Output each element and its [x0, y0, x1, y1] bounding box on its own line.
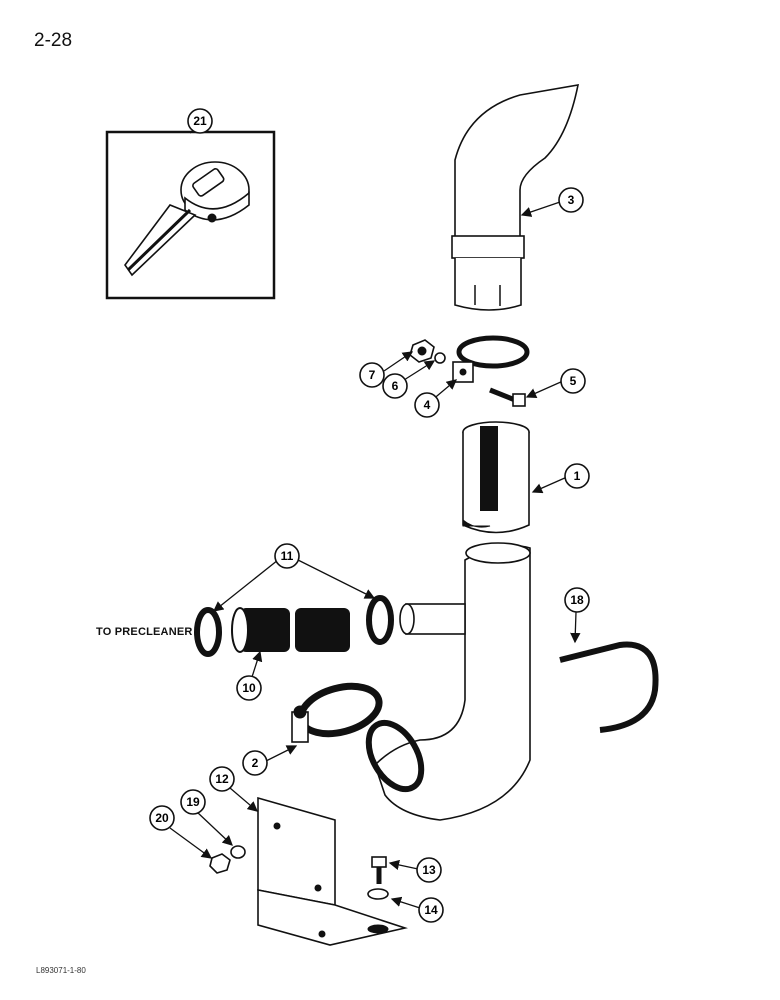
svg-text:6: 6: [392, 379, 399, 393]
svg-text:1: 1: [574, 469, 581, 483]
callout-20: 20: [149, 805, 175, 831]
callout-7: 7: [359, 362, 385, 388]
rain-cap-drawing: [124, 161, 250, 277]
svg-text:19: 19: [186, 795, 200, 809]
lock-washer-6: [434, 352, 446, 364]
svg-text:11: 11: [281, 549, 294, 563]
svg-text:12: 12: [215, 772, 229, 786]
svg-text:7: 7: [369, 368, 376, 382]
svg-text:14: 14: [424, 903, 438, 917]
callout-11: 11: [274, 543, 300, 569]
callout-3: 3: [558, 187, 584, 213]
exhaust-pipe-1: [462, 421, 530, 534]
callout-5: 5: [560, 368, 586, 394]
svg-text:13: 13: [422, 863, 436, 877]
callout-13: 13: [416, 857, 442, 883]
callout-1: 1: [564, 463, 590, 489]
washer-14: [367, 888, 389, 900]
svg-text:21: 21: [193, 114, 207, 128]
hose-clamp-right: [366, 595, 394, 645]
callout-4: 4: [414, 392, 440, 418]
page-number: 2-28: [34, 30, 73, 51]
leader-lines: [169, 122, 581, 909]
washer-19: [230, 845, 246, 859]
svg-text:10: 10: [242, 681, 256, 695]
callout-2: 2: [242, 750, 268, 776]
svg-text:5: 5: [570, 374, 577, 388]
exhaust-stack-elbow: [451, 84, 580, 311]
mounting-bracket-12: [257, 796, 408, 946]
nut-20: [209, 853, 231, 874]
figure-code: L893071-1-80: [36, 966, 86, 975]
callout-12: 12: [209, 766, 235, 792]
callout-19: 19: [180, 789, 206, 815]
svg-text:2: 2: [252, 756, 259, 770]
to-precleaner-label: TO PRECLEANER: [96, 626, 193, 638]
svg-text:20: 20: [155, 811, 169, 825]
stack-clamp: [452, 335, 530, 383]
bolt-13: [371, 856, 387, 884]
callout-6: 6: [382, 373, 408, 399]
pipe-clamp-2: [291, 682, 383, 743]
callout-10: 10: [236, 675, 262, 701]
callout-21: 21: [187, 108, 213, 134]
callout-14: 14: [418, 897, 444, 923]
svg-text:4: 4: [424, 398, 431, 412]
callout-18: 18: [564, 587, 590, 613]
bolt-5: [489, 387, 526, 407]
hose-10: [231, 607, 350, 653]
main-elbow-pipe: [365, 542, 531, 821]
svg-text:3: 3: [568, 193, 575, 207]
hose-clamp-left: [194, 607, 222, 657]
u-bolt-18: [559, 641, 659, 733]
hex-nut-7: [409, 339, 435, 363]
svg-text:18: 18: [570, 593, 584, 607]
